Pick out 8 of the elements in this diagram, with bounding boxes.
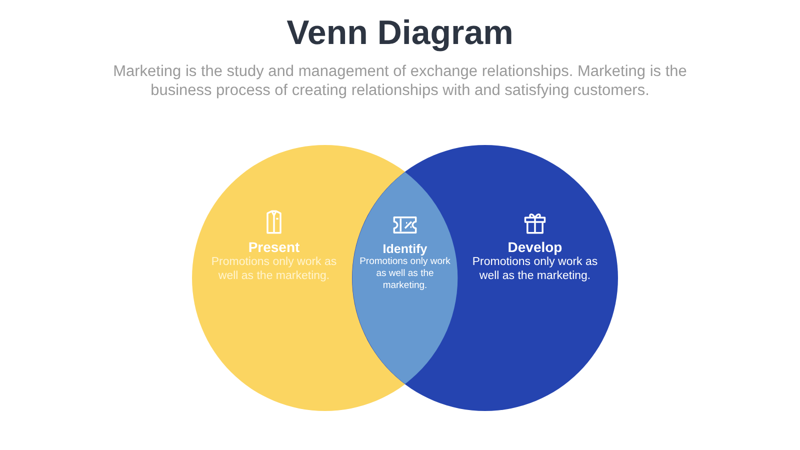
- description-text: Promotions only work as well as the marketing.: [358, 256, 452, 292]
- section-heading: Identify: [382, 242, 428, 256]
- section-heading: Develop: [506, 239, 564, 255]
- description-text: Promotions only work as well as the marketing.: [471, 255, 599, 284]
- description-text: Promotions only work as well as the marketing.: [210, 255, 338, 284]
- title: Venn Diagram: [286, 14, 514, 53]
- description-text: Marketing is the study and management of exchange relationships. Marketing is the business process of creating relationships with and satisfying customers.: [112, 62, 688, 100]
- section-heading: Present: [247, 239, 301, 255]
